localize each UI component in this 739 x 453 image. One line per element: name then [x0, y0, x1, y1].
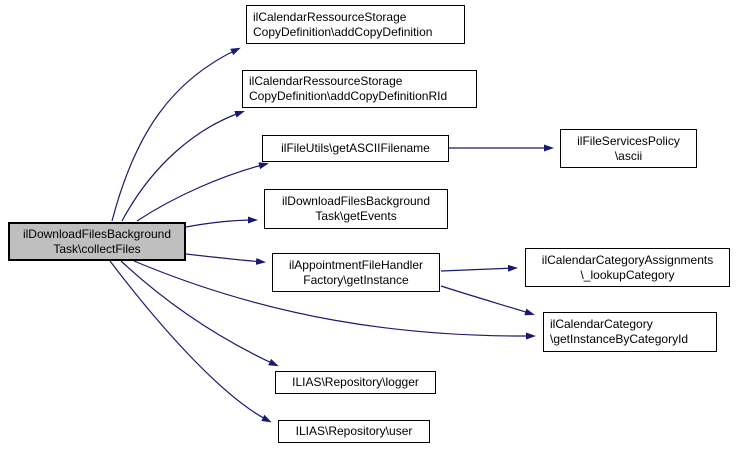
edge-collectfiles-to-logger: [120, 260, 279, 367]
node-label: ilCalendarCategory: [550, 317, 653, 331]
edge-collectfiles-to-addcopydefinitionrid: [121, 110, 245, 222]
node-label: Task\getEvents: [315, 209, 397, 223]
node-label: CopyDefinition\addCopyDefinition: [253, 24, 433, 39]
node-label: ilCalendarRessourceStorage: [253, 9, 407, 24]
edge-collectfiles-to-getinstance: [185, 253, 266, 265]
node-label: CopyDefinition\addCopyDefinitionRId: [249, 89, 448, 103]
edge-getinstance-to-getinstancebycategoryid: [440, 285, 535, 316]
node-label: ilFileUtils\getASCIIFilename: [281, 141, 430, 155]
edge-collectfiles-to-getinstancebycategoryid: [133, 260, 536, 340]
node-ilcalendarcategoryassignments-lookupcategory[interactable]: ilCalendarCategoryAssignments \_lookupCa…: [525, 248, 730, 287]
node-ilcalendarressourcestoragecopydefinition-addcopydefinition[interactable]: ilCalendarRessourceStorage CopyDefinitio…: [246, 5, 465, 44]
node-label: \ascii: [614, 148, 643, 163]
edge-collectfiles-to-getevents: [185, 216, 258, 228]
node-ildownloadfilesbackgroundtask-getevents[interactable]: ilDownloadFilesBackground Task\getEvents: [264, 189, 448, 229]
node-label: ilDownloadFilesBackground: [281, 194, 431, 208]
node-ilappointmentfilehandlerfactory-getinstance[interactable]: ilAppointmentFileHandler Factory\getInst…: [272, 253, 440, 292]
node-label: \getInstanceByCategoryId: [550, 332, 689, 346]
node-label: ilCalendarRessourceStorage: [249, 74, 403, 88]
node-label: Factory\getInstance: [303, 272, 409, 287]
edge-collectfiles-to-getasciifilename: [136, 162, 269, 222]
edge-collectfiles-to-user: [109, 260, 272, 423]
node-ilcalendarcategory-getinstancebycategoryid[interactable]: ilCalendarCategory \getInstanceByCategor…: [543, 312, 717, 352]
node-label: ilAppointmentFileHandler: [288, 257, 424, 272]
node-label: ILIAS\Repository\user: [295, 424, 413, 438]
node-label: ilCalendarCategoryAssignments: [541, 252, 714, 267]
node-label: ilFileServicesPolicy: [577, 133, 680, 148]
node-ilcalendarressourcestoragecopydefinition-addcopydefinitionrid[interactable]: ilCalendarRessourceStorage CopyDefinitio…: [242, 70, 477, 108]
node-label: \_lookupCategory: [580, 267, 675, 282]
node-label: Task\collectFiles: [53, 241, 141, 256]
node-ilfileservicespolicy-ascii[interactable]: ilFileServicesPolicy \ascii: [560, 129, 697, 168]
node-label: ilDownloadFilesBackground: [22, 226, 172, 241]
node-ilias-repository-user[interactable]: ILIAS\Repository\user: [278, 420, 430, 443]
node-ilias-repository-logger[interactable]: ILIAS\Repository\logger: [275, 371, 436, 394]
node-ildownloadfilesbackgroundtask-collectfiles: ilDownloadFilesBackground Task\collectFi…: [8, 222, 186, 261]
node-ilfileutils-getasciifilename[interactable]: ilFileUtils\getASCIIFilename: [262, 135, 449, 162]
edge-collectfiles-to-addcopydefinition: [111, 47, 241, 222]
edge-getinstance-to-lookupcategory: [440, 264, 518, 272]
node-label: ILIAS\Repository\logger: [292, 375, 419, 389]
